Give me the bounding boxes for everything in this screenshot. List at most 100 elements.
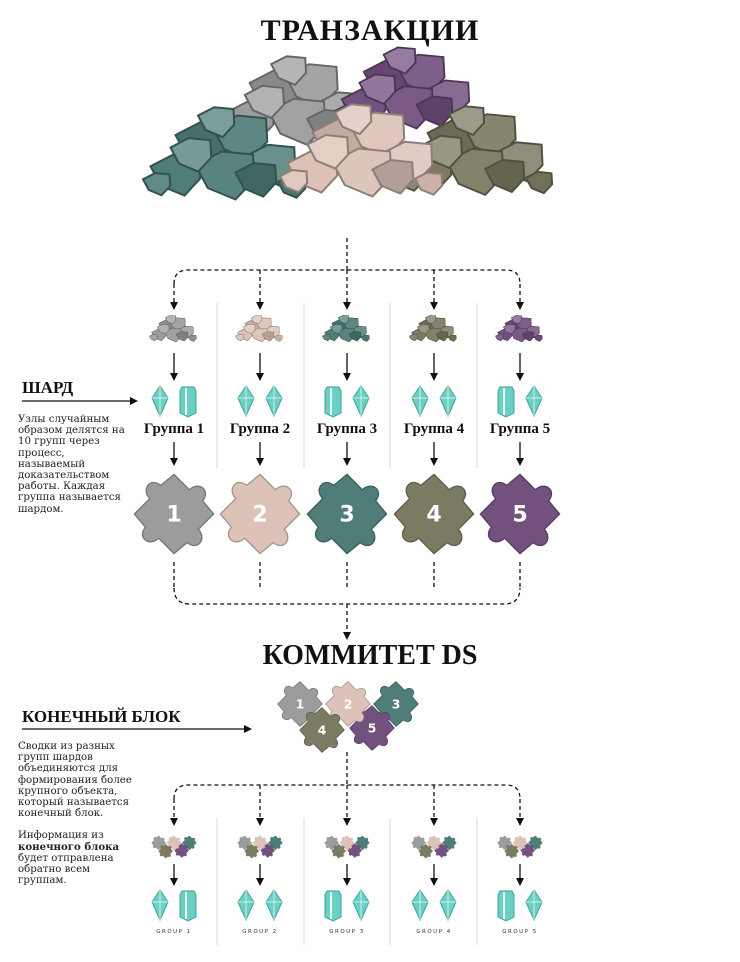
group-rock-pile-5 xyxy=(495,315,543,343)
branch-bar xyxy=(173,269,521,285)
mini-puzzle-piece xyxy=(158,843,173,859)
rock-piece xyxy=(306,133,350,170)
rock-piece xyxy=(333,103,373,136)
rock-piece xyxy=(175,331,189,342)
rock-piece xyxy=(424,315,437,325)
mini-puzzle-piece xyxy=(504,843,519,859)
rock-piece xyxy=(235,334,244,342)
shard-text-line: доказательством xyxy=(18,470,110,482)
crystal-icon xyxy=(237,385,255,418)
group-final-block-3 xyxy=(324,835,370,859)
rock-piece xyxy=(358,73,397,105)
crystal-icon xyxy=(525,889,543,922)
merge-bar xyxy=(173,587,521,605)
puzzle-number: 4 xyxy=(426,503,441,528)
rock-piece xyxy=(234,161,278,198)
crystal-icon xyxy=(265,385,283,418)
final-text-line: будет отправлена xyxy=(18,852,114,864)
rock-piece xyxy=(361,334,370,342)
rock-piece xyxy=(196,106,236,139)
rock-piece xyxy=(524,170,554,195)
shard-text-line: 10 групп через xyxy=(18,436,100,448)
rock-piece xyxy=(274,334,283,342)
crystal-icon xyxy=(352,385,370,418)
rock-piece xyxy=(337,315,350,325)
puzzle-number: 3 xyxy=(339,503,354,528)
group-final-block-1 xyxy=(151,835,197,859)
group-label-2: Группа 2 xyxy=(229,421,291,437)
rock-piece xyxy=(413,171,444,196)
final-text-line: который называется xyxy=(18,797,130,809)
group-small-label-1: GROUP 1 xyxy=(156,929,192,935)
shard-description: Узлы случайным образом делятся на 10 гру… xyxy=(18,414,143,515)
rock-piece xyxy=(534,334,543,342)
rock-piece xyxy=(448,334,457,342)
crystal-icon xyxy=(324,890,342,922)
group-small-label-4: GROUP 4 xyxy=(416,929,452,935)
rock-piece xyxy=(322,334,331,342)
rock-piece xyxy=(141,171,172,197)
group-label-5: Группа 5 xyxy=(489,421,551,437)
final-text-line: объединяются для xyxy=(18,763,119,775)
puzzle-number: 4 xyxy=(318,722,327,737)
shard-text-line: Узлы случайным xyxy=(18,414,110,425)
transactions-rock-pile xyxy=(141,46,554,201)
group-small-label-2: GROUP 2 xyxy=(242,929,278,935)
rock-cluster-pink xyxy=(278,103,444,198)
crystal-icon xyxy=(324,386,342,418)
shard-text-line: образом делятся на xyxy=(18,425,125,437)
group-label-1: Группа 1 xyxy=(143,421,205,437)
group-final-block-4 xyxy=(411,835,457,859)
puzzle-number: 5 xyxy=(512,503,527,528)
rock-piece xyxy=(382,46,417,75)
rock-piece xyxy=(521,331,535,342)
shard-puzzle-2: 2 xyxy=(219,473,301,555)
rock-piece xyxy=(250,315,263,325)
shard-puzzle-4: 4 xyxy=(393,473,475,555)
group-small-label-3: GROUP 3 xyxy=(329,929,365,935)
mini-puzzle-piece xyxy=(244,843,259,859)
rock-cluster-olive xyxy=(395,105,554,196)
group-small-label-5: GROUP 5 xyxy=(502,929,538,935)
rock-piece xyxy=(243,323,256,335)
group-rock-pile-4 xyxy=(409,315,457,343)
shard-text-line: группа называется xyxy=(18,492,121,504)
crystal-icon xyxy=(352,889,370,922)
rock-piece xyxy=(503,323,516,335)
rock-piece xyxy=(330,323,343,335)
puzzle-number: 2 xyxy=(344,696,353,711)
group-rock-pile-2 xyxy=(235,315,283,343)
shard-text-line: называемый xyxy=(18,458,86,470)
page-title: ТРАНЗАКЦИИ xyxy=(260,14,480,47)
final-text-bold: конечного блока xyxy=(18,840,120,853)
shard-label: ШАРД xyxy=(22,378,74,397)
group-final-block-5 xyxy=(497,835,543,859)
crystal-icon xyxy=(525,385,543,418)
rock-piece xyxy=(495,334,504,342)
final-text-line: группам. xyxy=(18,875,67,887)
crystal-icon xyxy=(439,385,457,418)
group-label-4: Группа 4 xyxy=(403,421,465,437)
rock-piece xyxy=(269,55,307,86)
crystal-icon xyxy=(237,889,255,922)
shard-puzzle-1: 1 xyxy=(133,473,215,555)
final-text-line: Информация из xyxy=(18,830,104,842)
rock-piece xyxy=(409,334,418,342)
rock-piece xyxy=(164,315,177,325)
puzzle-number: 3 xyxy=(392,696,401,711)
rock-piece xyxy=(149,334,158,342)
crystal-icon xyxy=(497,386,515,418)
final-text-line: обратно всем xyxy=(18,864,91,876)
final-block-description: Сводки из разных групп шардов объединяют… xyxy=(18,741,153,886)
puzzle-number: 1 xyxy=(166,503,181,528)
crystal-icon xyxy=(151,889,169,922)
rock-piece xyxy=(261,331,275,342)
rock-piece xyxy=(278,168,309,194)
shard-text-line: процесс, xyxy=(18,447,65,459)
mini-puzzle-piece xyxy=(331,843,346,859)
rock-piece xyxy=(371,158,415,195)
rock-piece xyxy=(510,315,523,325)
shard-text-line: шардом. xyxy=(18,503,64,515)
